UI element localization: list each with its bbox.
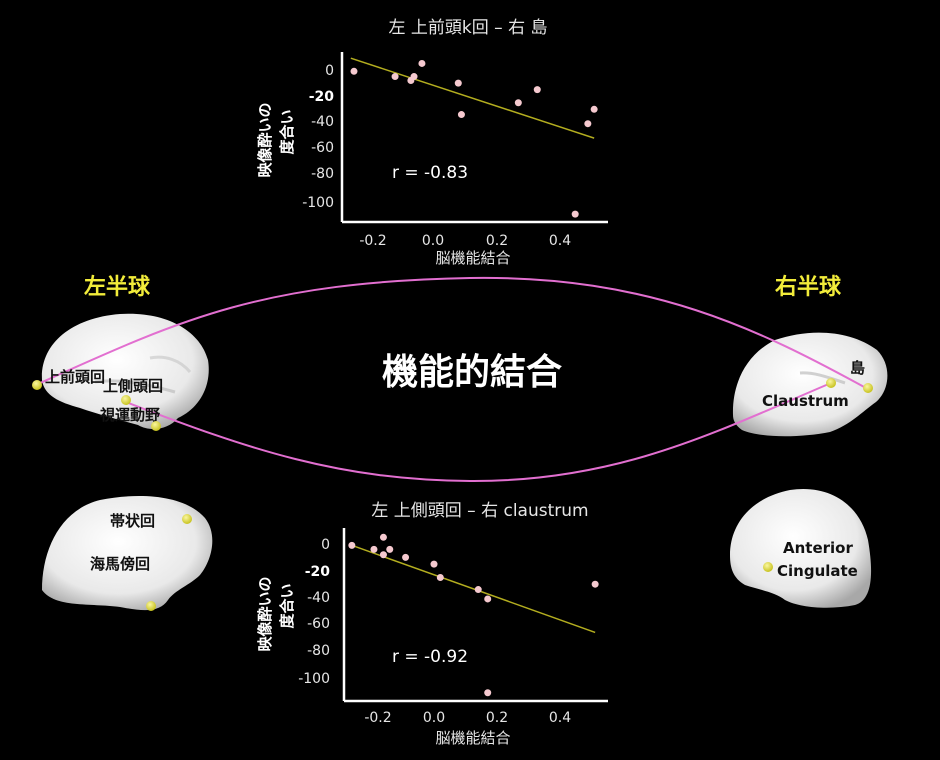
- svg-text:0: 0: [325, 63, 334, 79]
- node-claustrum: [826, 378, 836, 388]
- data-point: [348, 541, 356, 549]
- y-ticks: 0 -20 -40 -60 -80 -100: [298, 537, 330, 687]
- data-point: [370, 545, 378, 553]
- data-point: [474, 586, 482, 594]
- x-axis-label: 脳機能結合: [435, 729, 510, 747]
- data-point: [386, 545, 394, 553]
- node-acc: [763, 562, 773, 572]
- chart-title: 左 上前頭k回 – 右 島: [389, 18, 548, 38]
- x-axis-label: 脳機能結合: [435, 249, 510, 267]
- region-label: Anterior: [783, 539, 853, 557]
- svg-text:0.4: 0.4: [549, 710, 571, 726]
- svg-text:0.2: 0.2: [486, 233, 508, 249]
- left-lateral-brain: [41, 313, 209, 430]
- svg-text:度合い: 度合い: [278, 109, 296, 154]
- data-point: [430, 560, 438, 568]
- data-points: [350, 59, 598, 218]
- y-ticks: 0 -20 -40 -60 -80 -100: [302, 63, 334, 211]
- right-medial-brain: [730, 488, 872, 608]
- svg-text:映像酔いの: 映像酔いの: [256, 102, 274, 177]
- correlation-annotation: r = -0.83: [392, 163, 468, 183]
- data-point: [391, 73, 399, 81]
- regression-line: [350, 57, 595, 139]
- svg-text:度合い: 度合い: [278, 583, 296, 628]
- svg-text:-0.2: -0.2: [359, 233, 386, 249]
- data-point: [418, 59, 426, 67]
- data-points: [348, 533, 599, 697]
- data-point: [514, 99, 522, 107]
- x-ticks: -0.2 0.0 0.2 0.4: [359, 233, 571, 249]
- left-medial-brain: [42, 495, 213, 611]
- svg-text:-60: -60: [311, 140, 334, 156]
- connection-curve-top: [37, 276, 867, 389]
- data-point: [457, 111, 465, 119]
- node-stg: [121, 395, 131, 405]
- svg-text:-100: -100: [302, 195, 334, 211]
- left-hemisphere-label: 左半球: [84, 274, 151, 300]
- right-hemisphere-label: 右半球: [775, 275, 842, 300]
- data-point: [571, 210, 579, 218]
- correlation-annotation: r = -0.92: [392, 647, 468, 667]
- region-label: 上側頭回: [103, 377, 163, 395]
- connection-curve-bottom: [125, 382, 832, 483]
- node-cingulate: [182, 514, 192, 524]
- svg-text:-20: -20: [305, 564, 331, 580]
- x-ticks: -0.2 0.0 0.2 0.4: [364, 710, 571, 726]
- region-label: 帯状回: [110, 512, 155, 530]
- svg-text:-0.2: -0.2: [364, 710, 391, 726]
- chart-top: 左 上前頭k回 – 右 島 0 -20 -40 -60 -80 -100 -0.…: [256, 18, 608, 267]
- data-point: [454, 79, 462, 87]
- region-label: Cingulate: [777, 562, 858, 580]
- region-label: 上前頭回: [45, 368, 105, 386]
- svg-text:-100: -100: [298, 671, 330, 687]
- data-point: [584, 120, 592, 128]
- svg-text:-60: -60: [307, 616, 330, 632]
- region-label: 島: [850, 359, 865, 377]
- center-label: 機能的結合: [382, 352, 562, 393]
- regression-line: [351, 544, 596, 634]
- svg-text:0.0: 0.0: [422, 233, 444, 249]
- data-point: [484, 595, 492, 603]
- svg-text:0.2: 0.2: [486, 710, 508, 726]
- data-point: [484, 689, 492, 697]
- data-point: [410, 73, 418, 81]
- data-point: [591, 580, 599, 588]
- region-nodes: [32, 378, 873, 611]
- svg-text:0.0: 0.0: [423, 710, 445, 726]
- region-label: 海馬傍回: [90, 555, 150, 573]
- data-point: [379, 533, 387, 541]
- svg-text:-40: -40: [307, 590, 330, 606]
- chart-bottom: 左 上側頭回 – 右 claustrum 0 -20 -40 -60 -80 -…: [256, 501, 608, 747]
- y-axis-label: 映像酔いの 度合い: [256, 576, 296, 651]
- node-insula: [863, 383, 873, 393]
- data-point: [379, 551, 387, 559]
- chart-title: 左 上側頭回 – 右 claustrum: [371, 501, 588, 521]
- svg-text:0.4: 0.4: [549, 233, 571, 249]
- y-axis-label: 映像酔いの 度合い: [256, 102, 296, 177]
- data-point: [436, 574, 444, 581]
- node-sfg: [32, 380, 42, 390]
- svg-text:-80: -80: [307, 643, 330, 659]
- region-label: 視運動野: [99, 406, 160, 424]
- svg-text:-80: -80: [311, 166, 334, 182]
- node-parahippocampal: [146, 601, 156, 611]
- svg-text:映像酔いの: 映像酔いの: [256, 576, 274, 651]
- svg-text:0: 0: [321, 537, 330, 553]
- data-point: [590, 105, 598, 113]
- node-mt: [151, 421, 161, 431]
- data-point: [402, 553, 410, 561]
- data-point: [533, 86, 541, 94]
- svg-text:-20: -20: [309, 89, 335, 105]
- data-point: [350, 67, 358, 75]
- right-lateral-brain: [732, 332, 888, 437]
- region-label: Claustrum: [762, 392, 849, 410]
- svg-text:-40: -40: [311, 114, 334, 130]
